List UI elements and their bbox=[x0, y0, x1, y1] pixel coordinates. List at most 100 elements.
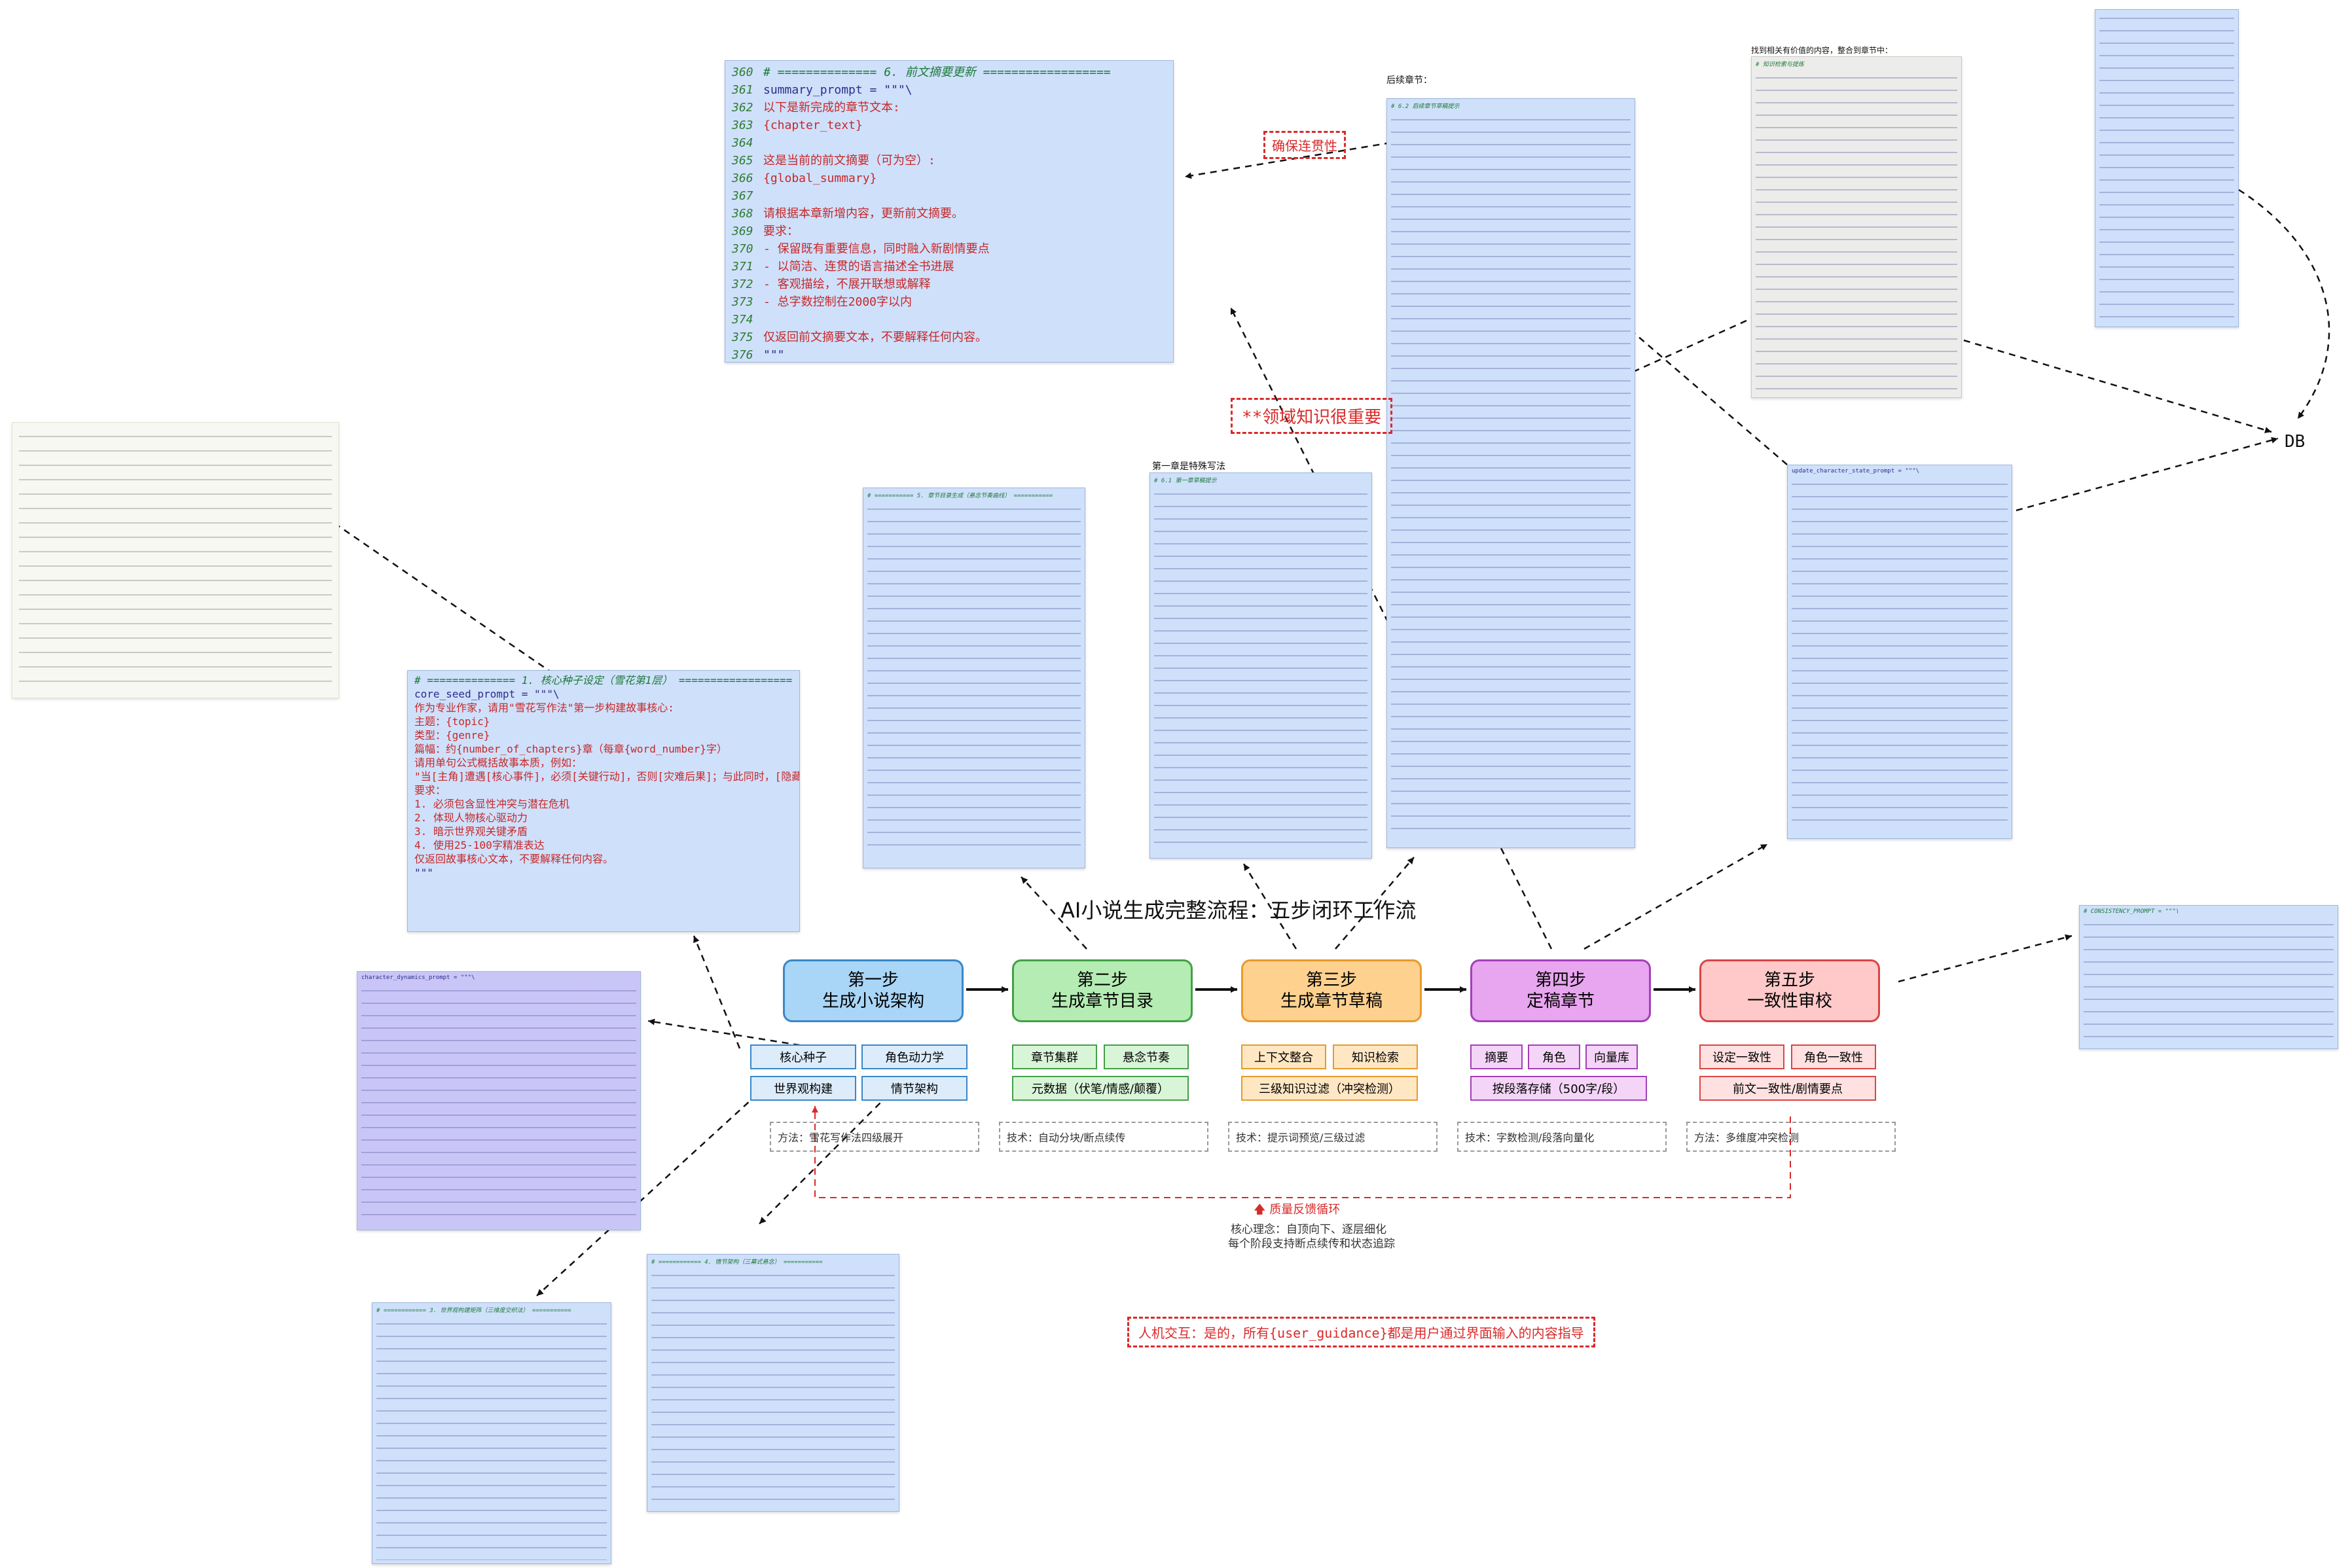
code-text: 作为专业作家，请用"雪花写作法"第一步构建故事核心: bbox=[414, 702, 674, 714]
tech-note-2: 技术：自动分块/断点续传 bbox=[999, 1122, 1208, 1152]
knowledge-code-body bbox=[1756, 72, 1957, 390]
code-line: 4. 使用25-100字精准表达 bbox=[414, 838, 793, 852]
line-number: 367 bbox=[732, 189, 753, 203]
step-number: 第二步 bbox=[1076, 971, 1128, 990]
line-number: 361 bbox=[732, 83, 753, 97]
top-right-to-db-arrow bbox=[2238, 188, 2330, 419]
code-text: 2. 体现人物核心驱动力 bbox=[414, 811, 528, 824]
first-chapter-panel-header: # 6.1 第一章草稿提示 bbox=[1154, 478, 1217, 484]
domain-knowledge-note: **领域知识很重要 bbox=[1231, 398, 1393, 434]
code-text: core_seed_prompt = """\ bbox=[414, 688, 560, 700]
knowledge-panel-header: # 知识检索与提炼 bbox=[1756, 62, 1804, 68]
code-line: 373- 总字数控制在2000字以内 bbox=[732, 293, 1167, 311]
code-line: 2. 体现人物核心驱动力 bbox=[414, 811, 793, 825]
line-number: 362 bbox=[732, 101, 753, 115]
tag-s3-2: 知识检索 bbox=[1333, 1044, 1418, 1069]
next-chapter-code-body bbox=[1391, 114, 1631, 840]
code-text: 4. 使用25-100字精准表达 bbox=[414, 839, 545, 851]
code-text: # ============== 1. 核心种子设定（雪花第1层） ======… bbox=[414, 674, 793, 686]
next-chapter-prompt-panel: # 6.2 后续章节草稿提示 bbox=[1386, 98, 1635, 848]
snowflake-method-document bbox=[12, 422, 339, 698]
tag-s4-1: 摘要 bbox=[1470, 1044, 1523, 1069]
code-line: 1. 必须包含显性冲突与潜在危机 bbox=[414, 797, 793, 811]
db-label: DB bbox=[2285, 432, 2306, 452]
knowledge-filter-panel: # 知识检索与提炼 bbox=[1751, 56, 1962, 398]
code-line: 作为专业作家，请用"雪花写作法"第一步构建故事核心: bbox=[414, 701, 793, 715]
plot-panel-header: # ============ 4. 情节架构（三幕式悬念） ==========… bbox=[651, 1259, 823, 1266]
consistency-panel-header: # CONSISTENCY_PROMPT = """\ bbox=[2084, 908, 2180, 915]
line-number: 366 bbox=[732, 171, 753, 185]
tech-note-4: 技术：字数检测/段落向量化 bbox=[1457, 1122, 1667, 1152]
tech-note-1: 方法：雪花写作法四级展开 bbox=[770, 1122, 979, 1152]
code-line: 类型：{genre} bbox=[414, 728, 793, 742]
code-text: 3. 暗示世界观关键矛盾 bbox=[414, 825, 528, 838]
code-text: 篇幅：约{number_of_chapters}章（每章{word_number… bbox=[414, 743, 727, 755]
feedback-loop-path bbox=[814, 1113, 1791, 1198]
step2-to-blueprint-arrow bbox=[1021, 876, 1087, 950]
line-number: 371 bbox=[732, 260, 753, 274]
code-line: 366 {global_summary} bbox=[732, 169, 1167, 187]
character-code-body bbox=[361, 985, 636, 1223]
blueprint-panel-header: # =========== 5. 章节目录生成（悬念节奏曲线） ========… bbox=[867, 493, 1053, 499]
feedback-title: 🡅 质量反馈循环 bbox=[1254, 1200, 1340, 1221]
tag-s1-2: 角色动力学 bbox=[861, 1044, 968, 1069]
line-number: 376 bbox=[732, 348, 753, 362]
code-line: 仅返回故事核心文本，不要解释任何内容。 bbox=[414, 852, 793, 866]
tag-s1-4: 情节架构 bbox=[861, 1076, 968, 1101]
first-chapter-code-body bbox=[1154, 488, 1367, 848]
tag-s2-1: 章节集群 bbox=[1012, 1044, 1097, 1069]
line-number: 369 bbox=[732, 224, 753, 238]
code-line: 要求： bbox=[414, 783, 793, 797]
step-name: 生成小说架构 bbox=[822, 991, 924, 1011]
update-state-code-body bbox=[1792, 478, 2008, 829]
line-number: 365 bbox=[732, 154, 753, 168]
code-line: # ============== 1. 核心种子设定（雪花第1层） ======… bbox=[414, 673, 793, 687]
line-number: 372 bbox=[732, 277, 753, 291]
code-line: 374 bbox=[732, 311, 1167, 329]
code-line: 376""" bbox=[732, 346, 1167, 362]
code-text: - 客观描绘，不展开联想或解释 bbox=[763, 277, 931, 291]
code-text: summary_prompt = """\ bbox=[763, 83, 913, 97]
document-text-lines bbox=[19, 429, 332, 691]
tech-note-3: 技术：提示词预览/三级过滤 bbox=[1228, 1122, 1438, 1152]
code-line: 篇幅：约{number_of_chapters}章（每章{word_number… bbox=[414, 742, 793, 756]
code-text: 请根据本章新增内容，更新前文摘要。 bbox=[763, 207, 964, 221]
code-line: """ bbox=[414, 866, 793, 880]
code-line: 372 - 客观描绘，不展开联想或解释 bbox=[732, 276, 1167, 293]
code-line: 请用单句公式概括故事本质，例如： bbox=[414, 756, 793, 770]
step-4-box: 第四步定稿章节 bbox=[1470, 959, 1651, 1022]
tech-note-5: 方法：多维度冲突检测 bbox=[1686, 1122, 1896, 1152]
character-panel-header: character_dynamics_prompt = """\ bbox=[361, 974, 475, 981]
step3-to-next-chapter-arrow bbox=[1335, 857, 1415, 950]
plot-architecture-panel: # ============ 4. 情节架构（三幕式悬念） ==========… bbox=[647, 1254, 899, 1512]
code-line: 364 bbox=[732, 134, 1167, 152]
feedback-line-1: 核心理念：自顶向下、逐层细化 bbox=[1231, 1223, 1386, 1236]
code-text: {global_summary} bbox=[763, 171, 877, 185]
tag-core-to-seed-arrow bbox=[693, 935, 741, 1049]
line-number: 364 bbox=[732, 136, 753, 150]
later-chapters-label: 后续章节： bbox=[1386, 75, 1432, 86]
blueprint-prompt-panel: # =========== 5. 章节目录生成（悬念节奏曲线） ========… bbox=[863, 488, 1085, 868]
update-character-state-panel: update_character_state_prompt = """\ bbox=[1787, 465, 2012, 839]
code-line: 361 summary_prompt = """\ bbox=[732, 81, 1167, 99]
code-line: 3. 暗示世界观关键矛盾 bbox=[414, 825, 793, 838]
seed-code-lines: # ============== 1. 核心种子设定（雪花第1层） ======… bbox=[414, 673, 799, 880]
code-text: 仅返回故事核心文本，不要解释任何内容。 bbox=[414, 853, 614, 865]
code-text: 要求： bbox=[763, 224, 799, 238]
code-text: 要求： bbox=[414, 784, 446, 796]
tag-s3-3: 三级知识过滤（冲突检测） bbox=[1241, 1076, 1418, 1101]
step4-to-state-arrow bbox=[1583, 843, 1768, 950]
code-line: 371- 以简洁、连贯的语言描述全书进展 bbox=[732, 258, 1167, 276]
step3-to-first-chapter-arrow bbox=[1242, 863, 1297, 950]
code-text: "当[主角]遭遇[核心事件]，必须[关键行动]，否则[灾难后果]；与此同时，[隐… bbox=[414, 770, 799, 783]
code-text: {chapter_text} bbox=[763, 118, 863, 132]
step-2-box: 第二步生成章节目录 bbox=[1012, 959, 1193, 1022]
tag-s4-2: 角色 bbox=[1528, 1044, 1580, 1069]
consistency-code-body bbox=[2084, 919, 2334, 1043]
world-building-panel: # ============ 3. 世界观构建矩阵（三维度交织法） ======… bbox=[372, 1302, 611, 1564]
consistency-prompt-panel: # CONSISTENCY_PROMPT = """\ bbox=[2079, 905, 2338, 1049]
next-chapter-panel-header: # 6.2 后续章节草稿提示 bbox=[1391, 103, 1460, 110]
line-number: 360 bbox=[732, 65, 753, 79]
diagram-title: AI小说生成完整流程：五步闭环工作流 bbox=[1060, 898, 1417, 923]
